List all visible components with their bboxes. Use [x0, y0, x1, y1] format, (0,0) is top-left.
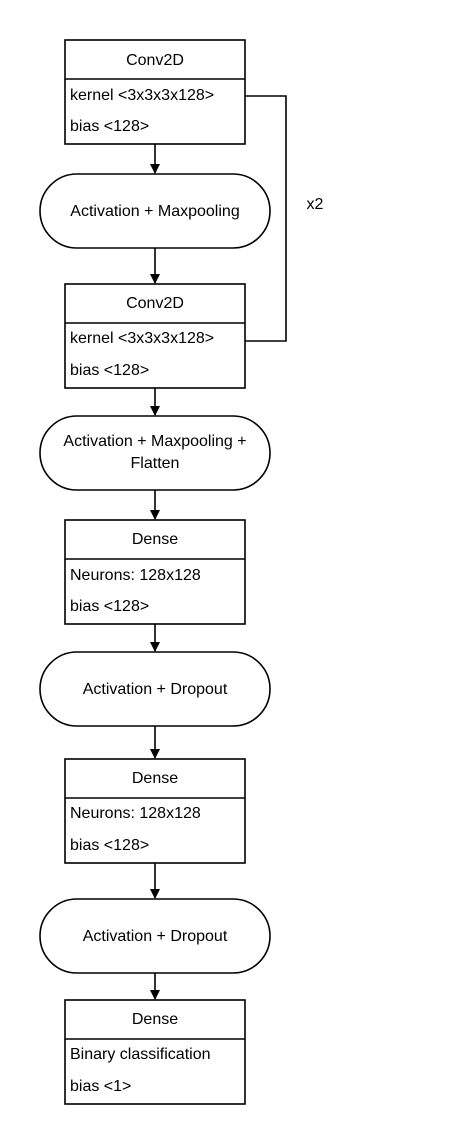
layer-param: Binary classification [70, 1046, 211, 1063]
layer-param: Neurons: 128x128 [70, 805, 201, 822]
layer-block-dense-output: Dense Binary classification bias <1> [64, 999, 246, 1105]
layer-param: bias <128> [70, 598, 149, 615]
op-block-activation-maxpooling-flatten: Activation + Maxpooling + Flatten [39, 415, 271, 491]
layer-param: kernel <3x3x3x128> [70, 330, 214, 347]
layer-param: Neurons: 128x128 [70, 567, 201, 584]
layer-param: bias <1> [70, 1078, 131, 1095]
op-block-activation-dropout-1: Activation + Dropout [39, 651, 271, 727]
op-label: Activation + Dropout [83, 928, 228, 945]
layer-block-conv2d-1: Conv2D kernel <3x3x3x128> bias <128> [64, 39, 246, 145]
layer-title: Dense [132, 1011, 178, 1028]
layer-block-dense-2: Dense Neurons: 128x128 bias <128> [64, 758, 246, 864]
op-label: Activation + Maxpooling [70, 203, 239, 220]
layer-param: kernel <3x3x3x128> [70, 87, 214, 104]
layer-title: Conv2D [126, 52, 184, 69]
repeat-label: x2 [307, 196, 324, 213]
repeat-bracket: x2 [245, 95, 324, 342]
layer-title: Conv2D [126, 295, 184, 312]
op-block-activation-maxpooling: Activation + Maxpooling [39, 173, 271, 249]
op-label: Flatten [131, 455, 180, 472]
op-block-activation-dropout-2: Activation + Dropout [39, 898, 271, 974]
op-label: Activation + Dropout [83, 681, 228, 698]
layer-param: bias <128> [70, 837, 149, 854]
layer-title: Dense [132, 770, 178, 787]
layer-block-dense-1: Dense Neurons: 128x128 bias <128> [64, 519, 246, 625]
op-label: Activation + Maxpooling + [63, 433, 246, 450]
layer-block-conv2d-2: Conv2D kernel <3x3x3x128> bias <128> [64, 283, 246, 389]
layer-param: bias <128> [70, 362, 149, 379]
layer-title: Dense [132, 531, 178, 548]
layer-param: bias <128> [70, 118, 149, 135]
